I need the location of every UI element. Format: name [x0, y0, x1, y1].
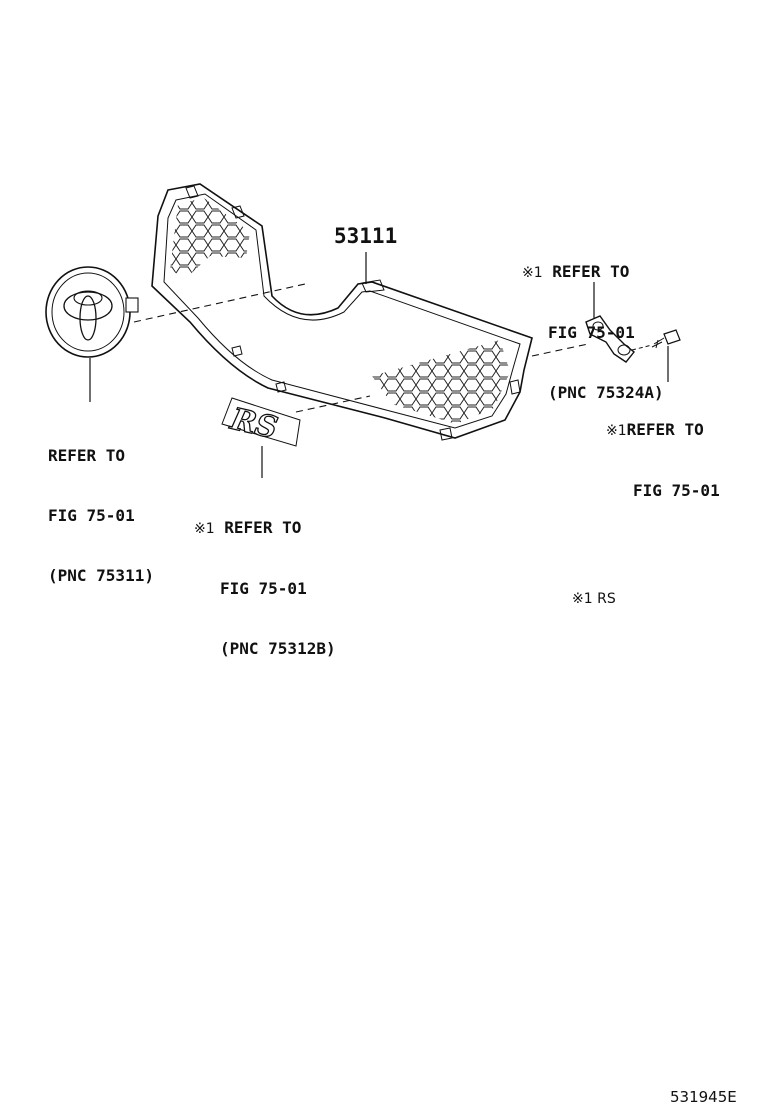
bracket-dash: [531, 343, 589, 357]
screw-callout: ※1REFER TO FIG 75-01: [606, 380, 720, 541]
rs-badge-callout-line2: FIG 75-01: [220, 579, 307, 598]
screw-callout-line1: REFER TO: [626, 420, 704, 439]
bracket-callout: ※1 REFER TO FIG 75-01 (PNC 75324A): [522, 222, 664, 443]
emblem-callout-line2: FIG 75-01: [48, 506, 135, 525]
bracket-callout-line3: (PNC 75324A): [548, 383, 664, 402]
figure-id: 531945E: [670, 1088, 737, 1106]
rs-badge-text: RS: [226, 402, 280, 447]
rs-badge-callout-line1: REFER TO: [224, 518, 302, 537]
footnote: ※1 RS: [572, 591, 616, 607]
screw-icon: [651, 329, 681, 349]
emblem-callout-line3: (PNC 75311): [48, 566, 154, 585]
screw-callout-line2: FIG 75-01: [633, 481, 720, 500]
rs-badge-mark: ※1: [194, 521, 215, 537]
part-number-label: 53111: [334, 224, 398, 248]
emblem-callout: REFER TO FIG 75-01 (PNC 75311): [48, 406, 154, 626]
emblem-dash: [133, 283, 306, 323]
bracket-mark: ※1: [522, 265, 543, 281]
rs-badge-callout: ※1 REFER TO FIG 75-01 (PNC 75312B): [194, 478, 336, 699]
emblem-callout-line1: REFER TO: [48, 446, 126, 465]
rs-dash: [295, 395, 371, 413]
bracket-callout-line2: FIG 75-01: [548, 323, 635, 342]
rs-badge-icon: RS: [221, 397, 301, 447]
grille-part: [151, 183, 533, 441]
screw-dash: [631, 344, 653, 351]
bracket-callout-line1: REFER TO: [552, 262, 630, 281]
bracket-icon: [585, 315, 635, 363]
rs-badge-callout-line3: (PNC 75312B): [220, 639, 336, 658]
screw-mark: ※1: [606, 423, 627, 439]
toyota-emblem-icon: [45, 266, 139, 358]
